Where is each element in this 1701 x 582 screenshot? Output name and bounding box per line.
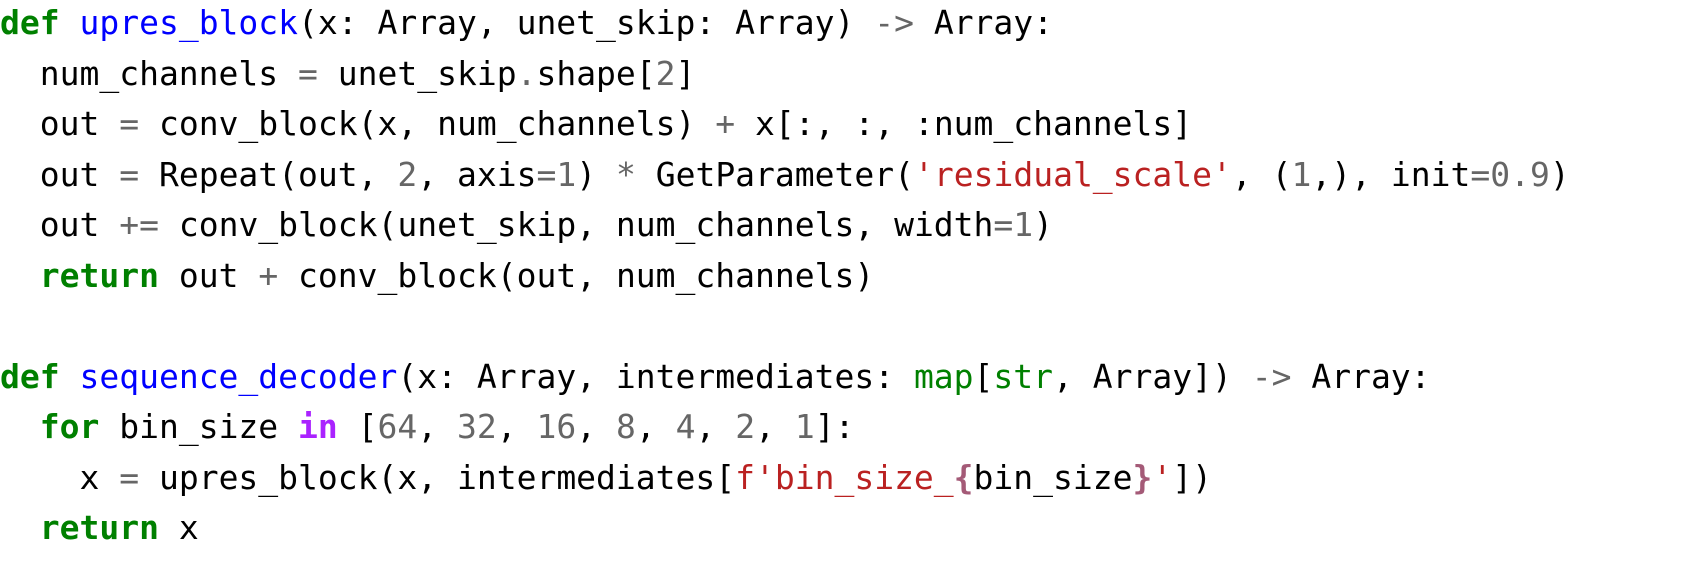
code-token-plain: , Array]) [1053,356,1252,396]
code-token-num: 1 [794,407,815,446]
code-token-plain: , [695,407,736,446]
code-token-plain: ]: [814,407,855,446]
code-token-op: = [119,154,140,194]
code-token-num: 16 [536,407,577,446]
code-token-fn: upres_block [79,3,299,42]
code-token-plain [60,357,80,396]
code-token-plain: [ [973,356,994,396]
code-token-num: 4 [675,407,696,446]
code-token-str: f'bin_size_ [735,457,954,497]
code-block: def upres_block(x: Array, unet_skip: Arr… [0,0,1570,554]
code-token-plain: Array: [1291,356,1431,396]
code-token-num: 1 [1013,205,1034,244]
code-token-kw: def [0,356,60,396]
code-token-num: 1 [1291,154,1312,194]
code-token-plain: Array: [913,3,1054,42]
code-token-kw: def [0,3,60,42]
code-token-plain: , ( [1231,154,1292,194]
code-token-plain: x[:, :, :num_channels] [735,104,1193,143]
code-token-kw: return [39,508,159,547]
code-token-op: = [298,53,318,93]
code-token-plain: out [0,205,120,244]
code-token-plain [0,256,40,295]
code-token-num: 64 [377,407,418,446]
code-token-num: 1 [556,154,577,194]
code-token-plain: upres_block(x, intermediates[ [139,457,736,497]
code-token-plain: x [158,508,199,547]
code-line: ​ [0,301,1570,352]
code-token-plain: bin_size [973,457,1133,497]
code-token-plain: , [755,407,795,446]
code-token-op: = [1470,154,1491,194]
code-line: out = Repeat(out, 2, axis=1) * GetParame… [0,150,1570,201]
code-token-fn: sequence_decoder [79,356,398,396]
code-token-plain: , [576,407,617,446]
code-token-op: + [258,255,279,295]
code-token-plain: conv_block(out, num_channels) [278,255,875,295]
code-line: def sequence_decoder(x: Array, intermedi… [0,352,1570,403]
code-token-plain: , [496,407,537,446]
code-line: def upres_block(x: Array, unet_skip: Arr… [0,0,1570,49]
code-token-plain: , [635,407,676,446]
code-token-num: 2 [655,53,676,93]
code-token-plain: (x: Array, intermediates: [397,356,914,396]
code-token-plain: , axis [417,154,537,194]
code-token-plain: GetParameter( [635,154,914,194]
code-token-wordop: in [298,407,338,446]
code-token-kw: return [39,255,159,295]
code-token-plain: (x: Array, unet_skip: Array) [298,3,875,42]
code-token-str: ' [1152,457,1173,497]
code-token-builtin: str [993,356,1054,396]
code-token-op: . [516,53,537,93]
code-token-plain: [ [337,407,378,446]
code-token-op: -> [874,3,914,42]
code-line: out += conv_block(unet_skip, num_channel… [0,200,1570,251]
code-token-op: = [119,104,140,143]
code-token-builtin: map [913,356,974,396]
code-token-op: + [715,104,736,143]
code-token-plain: x [0,457,120,497]
code-token-plain: num_channels [0,53,299,93]
code-line: for bin_size in [64, 32, 16, 8, 4, 2, 1]… [0,402,1570,453]
code-line: x = upres_block(x, intermediates[f'bin_s… [0,453,1570,504]
code-token-plain: out [158,255,259,295]
code-token-plain: ) [576,154,616,194]
code-token-plain: out [0,154,120,194]
code-token-plain: unet_skip [317,53,517,93]
code-token-num: 0.9 [1490,154,1550,194]
code-token-plain: shape[ [536,53,656,93]
code-line: return out + conv_block(out, num_channel… [0,251,1570,302]
code-token-plain: out [0,104,120,143]
code-token-plain [60,3,80,42]
code-token-num: 2 [735,407,756,446]
code-token-interp: { [953,457,974,497]
code-token-plain: Repeat(out, [139,154,398,194]
code-token-plain: ) [1033,205,1054,244]
code-token-op: = [536,154,557,194]
code-token-plain [0,407,40,446]
code-token-str: 'residual_scale' [914,154,1232,194]
code-token-op: -> [1251,356,1292,396]
code-token-num: 8 [616,407,636,446]
code-token-plain: ) [1549,154,1570,194]
code-line: out = conv_block(x, num_channels) + x[:,… [0,99,1570,150]
code-token-num: 2 [397,154,418,194]
code-token-plain: conv_block(x, num_channels) [139,104,716,143]
code-token-op: = [119,457,140,497]
code-token-num: 32 [457,407,497,446]
code-line: return x [0,503,1570,554]
code-token-plain: ]) [1172,457,1212,497]
code-token-plain: bin_size [99,407,299,446]
code-token-plain: ,), init [1311,154,1471,194]
code-token-plain: ] [675,53,696,93]
code-token-op: += [119,205,159,244]
code-line: num_channels = unet_skip.shape[2] [0,49,1570,100]
code-token-plain [0,508,40,547]
code-token-kw: for [39,407,100,446]
code-token-plain: , [417,407,458,446]
code-token-interp: } [1132,457,1153,497]
code-token-op: = [993,205,1014,244]
code-token-op: * [615,154,636,194]
code-token-plain: conv_block(unet_skip, num_channels, widt… [158,205,994,244]
